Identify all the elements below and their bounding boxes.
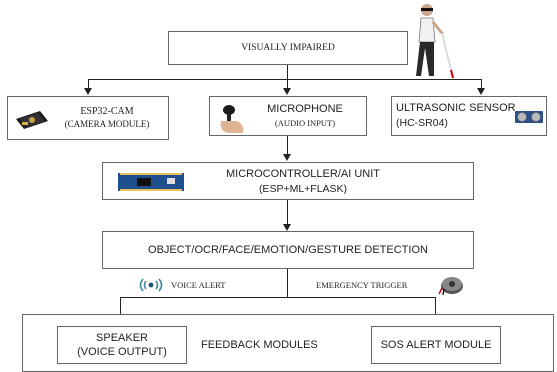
- connector: [120, 297, 436, 298]
- visually-impaired-label: VISUALLY IMPAIRED: [241, 43, 335, 53]
- arrowhead: [283, 88, 291, 95]
- blind-person-with-cane-icon: [416, 4, 454, 79]
- connector: [88, 79, 89, 89]
- detection-box: OBJECT/OCR/FACE/EMOTION/GESTURE DETECTIO…: [102, 231, 474, 269]
- connector: [287, 269, 288, 297]
- esp32-cam-box: ESP32-CAM (CAMERA MODULE): [7, 96, 169, 140]
- detection-label: OBJECT/OCR/FACE/EMOTION/GESTURE DETECTIO…: [148, 244, 428, 256]
- arrowhead: [84, 88, 92, 95]
- speaker-title: SPEAKER: [96, 332, 148, 344]
- esp32-cam-board-icon: [16, 111, 48, 129]
- arrowhead: [283, 224, 291, 231]
- arrowhead: [283, 154, 291, 161]
- voice-wave-icon: [139, 278, 163, 292]
- microphone-subtitle: (AUDIO INPUT): [274, 118, 336, 128]
- microcontroller-title: MICROCONTROLLER/AI UNIT: [225, 168, 380, 180]
- speaker-subtitle: (VOICE OUTPUT): [77, 346, 167, 358]
- microcontroller-box: MICROCONTROLLER/AI UNIT (ESP+ML+FLASK): [102, 162, 474, 200]
- feedback-modules-box: SPEAKER (VOICE OUTPUT) FEEDBACK MODULES …: [22, 314, 554, 372]
- microphone-title: MICROPHONE: [267, 103, 343, 115]
- sos-alert-label: SOS ALERT MODULE: [380, 339, 492, 351]
- connector: [435, 297, 436, 317]
- buzzer-icon: [438, 277, 463, 296]
- connector: [287, 79, 288, 89]
- esp32-subtitle: (CAMERA MODULE): [64, 119, 150, 129]
- microcontroller-subtitle: (ESP+ML+FLASK): [258, 183, 348, 195]
- connector: [120, 297, 121, 317]
- ultrasonic-sensor-box: ULTRASONIC SENSOR (HC-SR04): [391, 96, 547, 136]
- voice-alert-label: VOICE ALERT: [171, 280, 226, 290]
- arrowhead: [477, 88, 485, 95]
- ultrasonic-subtitle: (HC-SR04): [396, 117, 448, 129]
- connector: [287, 200, 288, 224]
- visually-impaired-box: VISUALLY IMPAIRED: [168, 31, 408, 65]
- connector: [481, 79, 482, 89]
- microphone-box: MICROPHONE (AUDIO INPUT): [209, 96, 367, 136]
- connector: [287, 65, 288, 79]
- feedback-modules-label: FEEDBACK MODULES: [201, 339, 318, 351]
- emergency-trigger-label: EMERGENCY TRIGGER: [316, 280, 408, 290]
- speaker-box: SPEAKER (VOICE OUTPUT): [57, 326, 187, 364]
- ultrasonic-title: ULTRASONIC SENSOR: [396, 102, 516, 114]
- connector: [88, 79, 482, 80]
- connector: [287, 136, 288, 154]
- microcontroller-board-icon: [118, 173, 184, 191]
- esp32-title: ESP32-CAM: [80, 106, 134, 117]
- microphone-in-hand-icon: [220, 105, 244, 133]
- ultrasonic-sensor-icon: [515, 111, 543, 123]
- sos-alert-box: SOS ALERT MODULE: [371, 326, 501, 364]
